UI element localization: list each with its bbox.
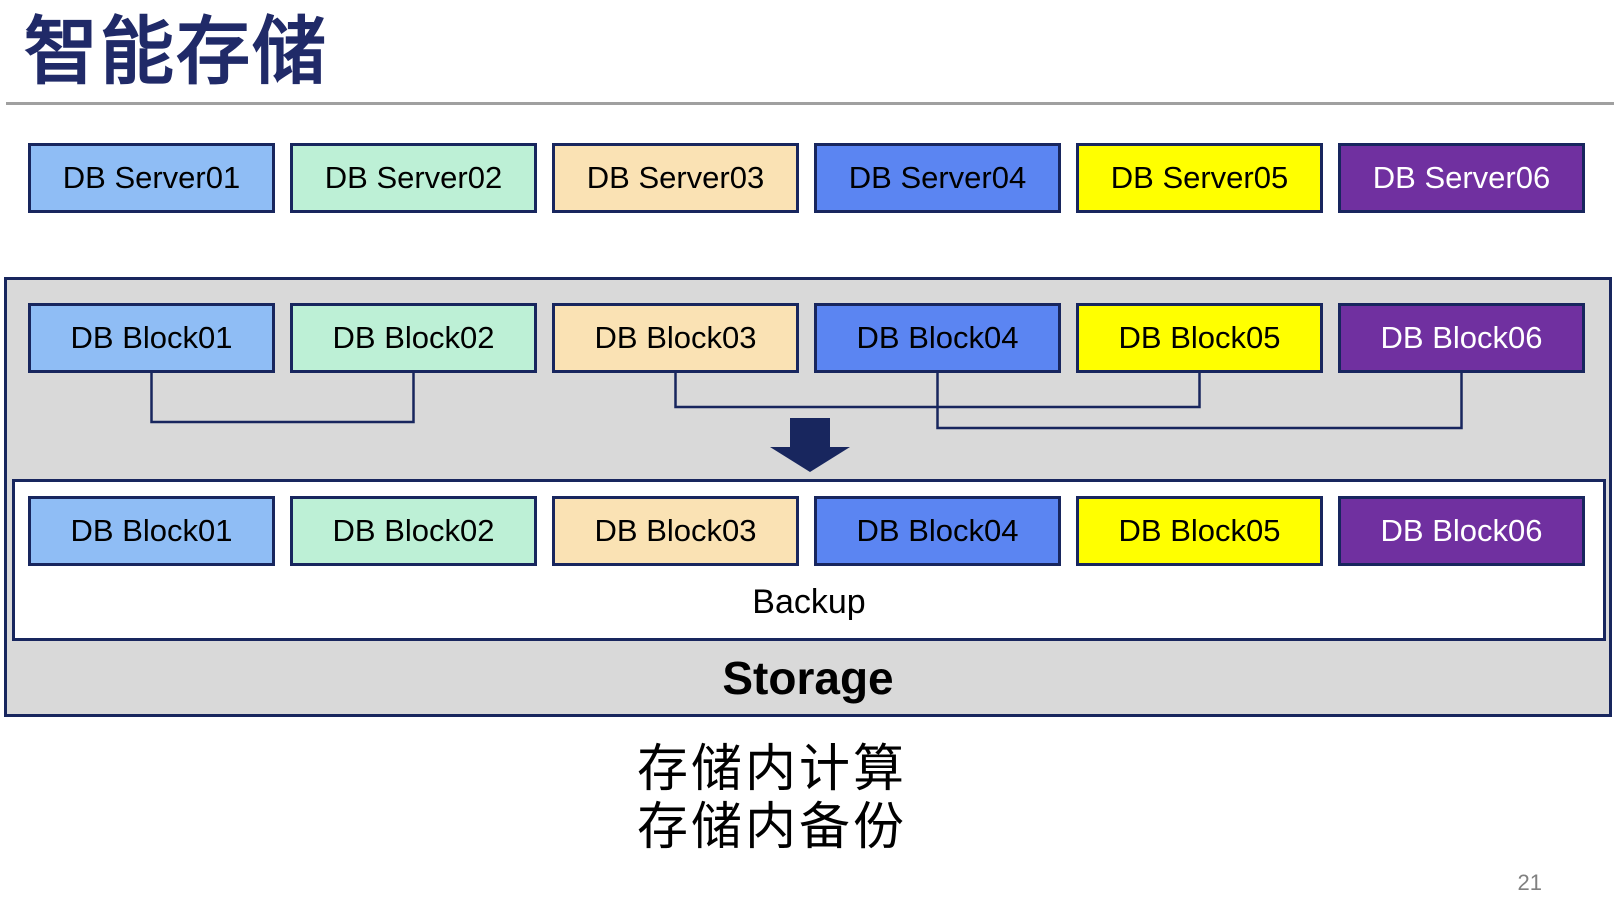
title-divider [6, 102, 1614, 105]
block-bottom-box-6: DB Block06 [1338, 496, 1585, 566]
server-box-1: DB Server01 [28, 143, 275, 213]
slide-title: 智能存储 [24, 10, 328, 93]
block-bottom-box-2: DB Block02 [290, 496, 537, 566]
server-box-6: DB Server06 [1338, 143, 1585, 213]
block-top-box-1: DB Block01 [28, 303, 275, 373]
caption-line-1: 存储内计算 [637, 740, 908, 797]
caption-line-2: 存储内备份 [637, 798, 908, 855]
server-box-2: DB Server02 [290, 143, 537, 213]
block-bottom-box-5: DB Block05 [1076, 496, 1323, 566]
server-box-3: DB Server03 [552, 143, 799, 213]
server-box-5: DB Server05 [1076, 143, 1323, 213]
block-top-box-6: DB Block06 [1338, 303, 1585, 373]
page-number: 21 [1517, 870, 1542, 895]
block-top-box-4: DB Block04 [814, 303, 1061, 373]
block-top-box-3: DB Block03 [552, 303, 799, 373]
storage-label: Storage [722, 651, 894, 704]
block-bottom-box-1: DB Block01 [28, 496, 275, 566]
block-top-box-5: DB Block05 [1076, 303, 1323, 373]
server-box-4: DB Server04 [814, 143, 1061, 213]
block-bottom-box-3: DB Block03 [552, 496, 799, 566]
caption-text: 存储内计算 存储内备份 [637, 740, 907, 856]
block-bottom-box-4: DB Block04 [814, 496, 1061, 566]
backup-label: Backup [752, 582, 866, 621]
block-top-box-2: DB Block02 [290, 303, 537, 373]
